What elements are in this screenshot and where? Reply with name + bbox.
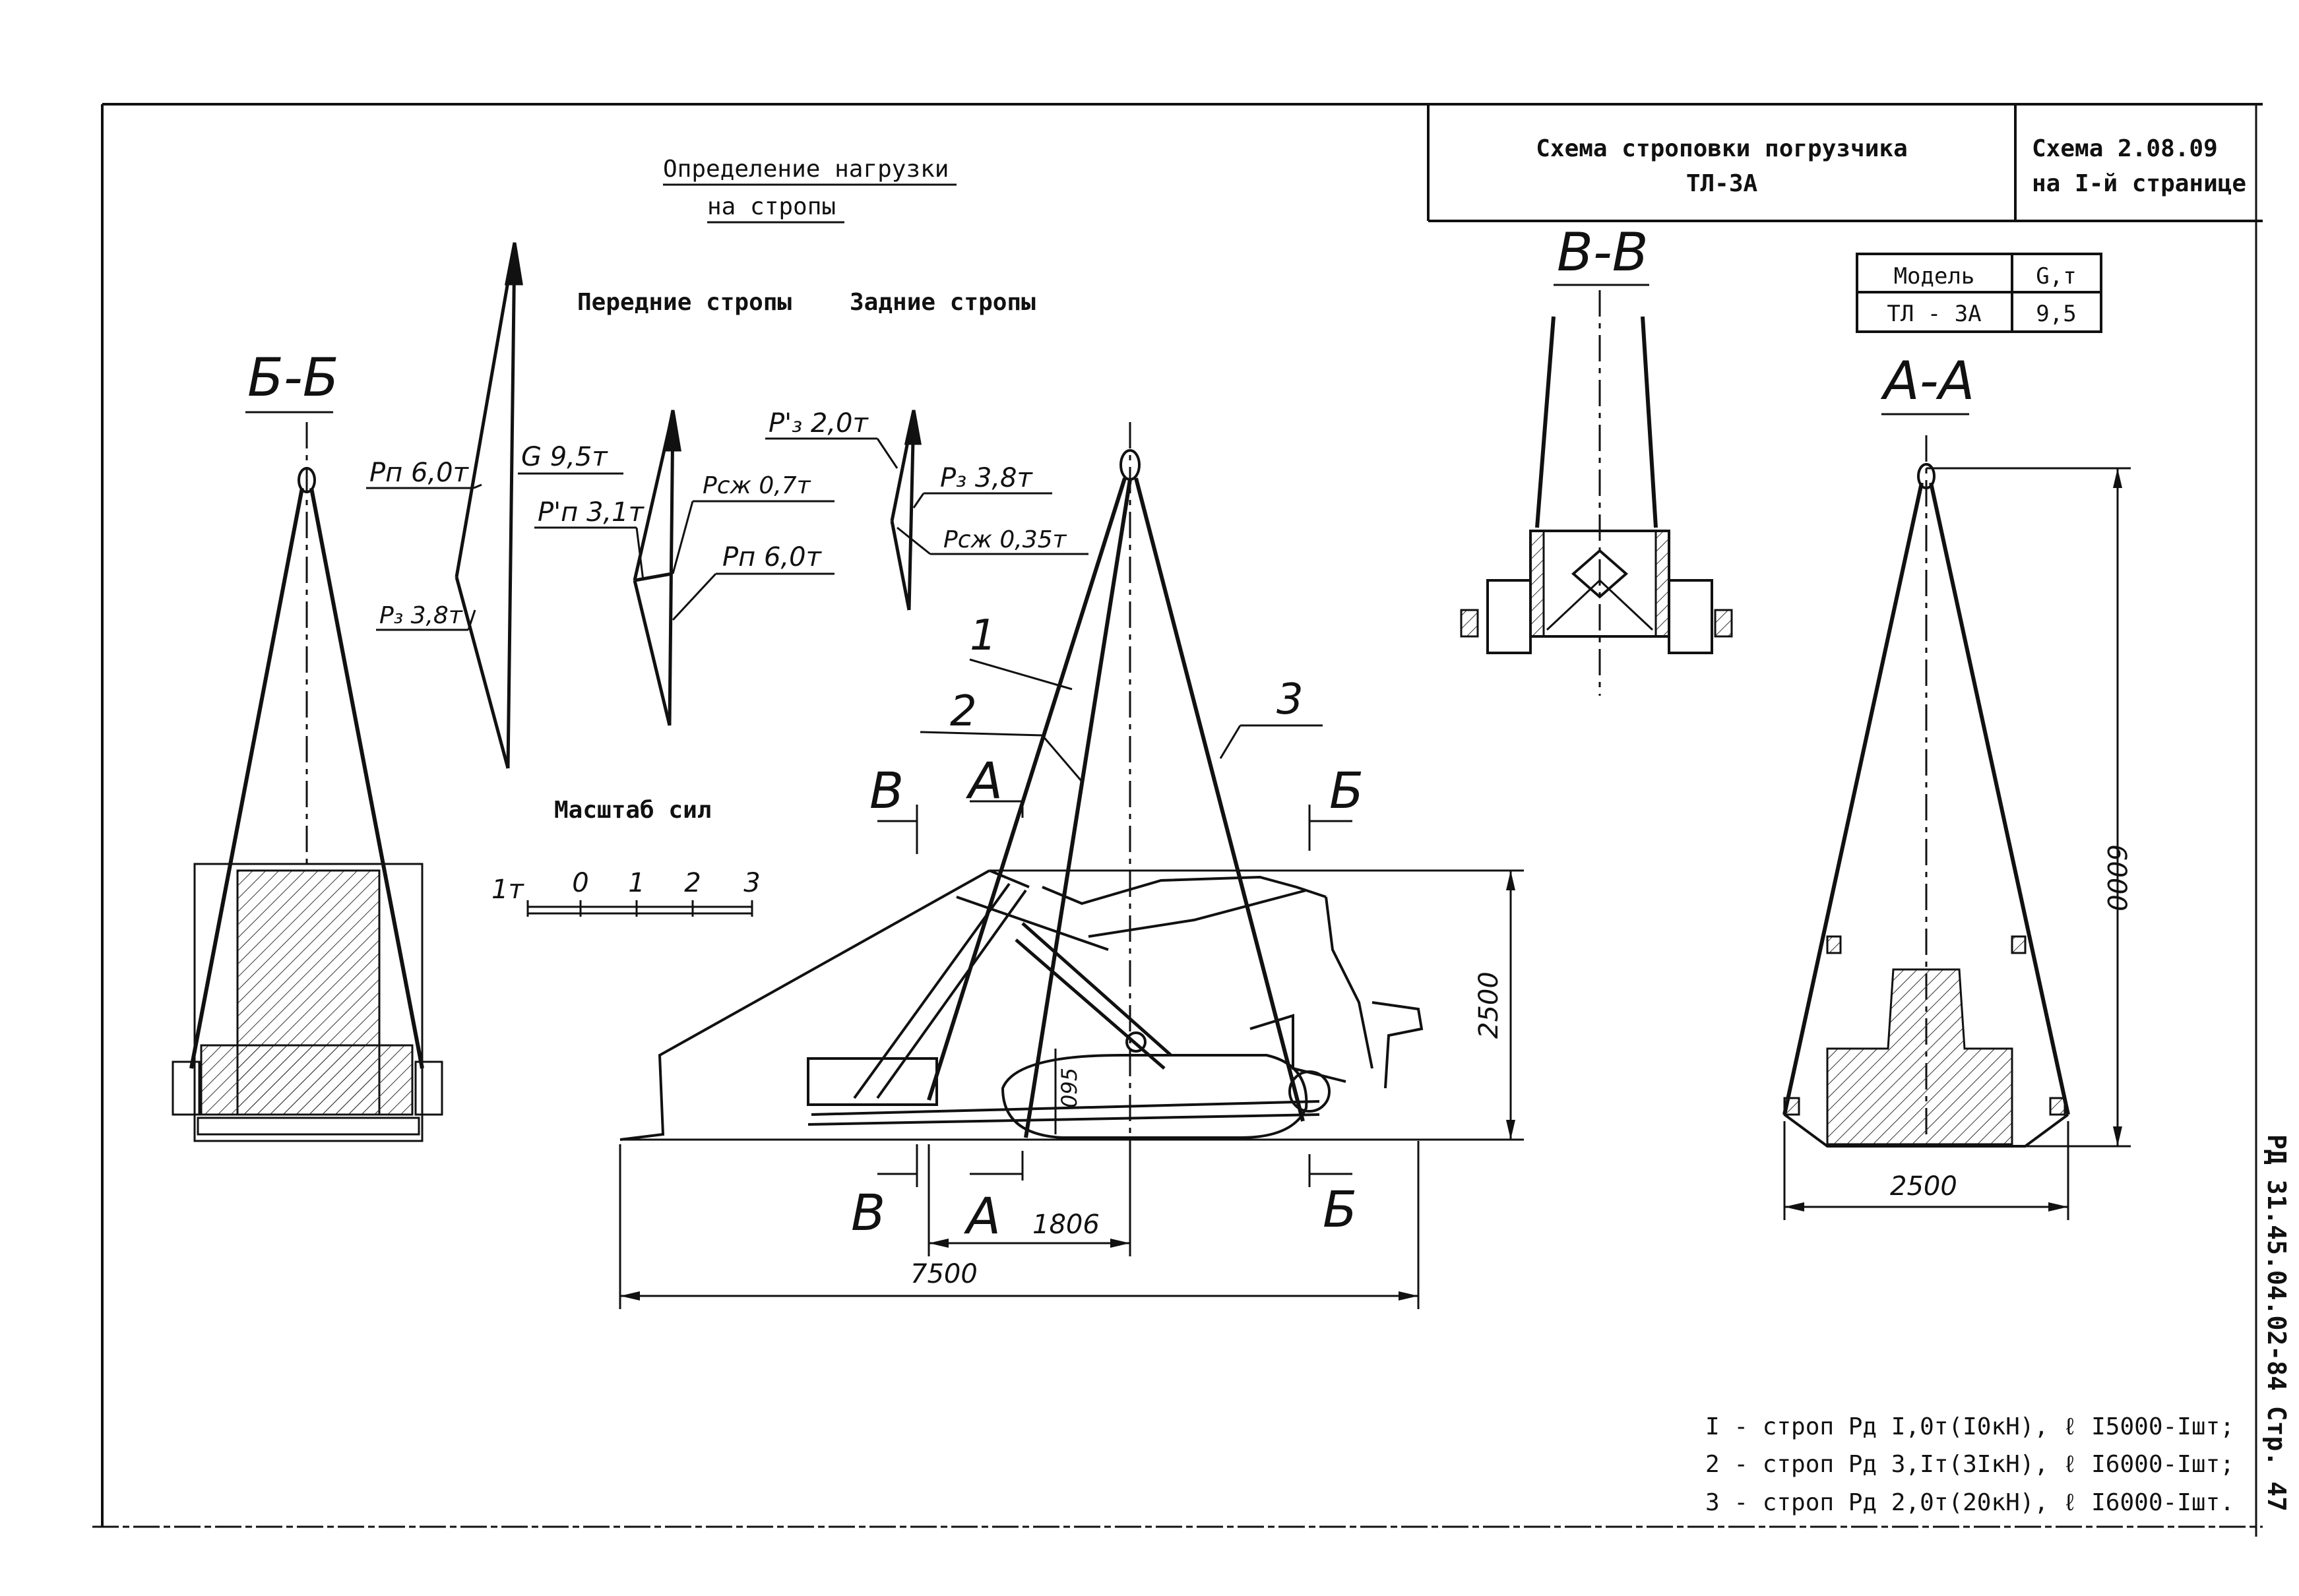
dimension-arrows-main: [620, 871, 1515, 1301]
cut-b-top: Б: [1329, 761, 1364, 820]
cut-a-bottom: А: [963, 1186, 1001, 1245]
table-header-model: Модель: [1894, 263, 1975, 290]
label-pszh-front: Pсж 0,7т: [703, 472, 811, 499]
cut-a-top: А: [965, 751, 1003, 810]
scale-unit: 1т: [491, 875, 524, 905]
scale-tick-0: 0: [572, 868, 588, 898]
dim-aa-height: 6000: [2101, 844, 2131, 911]
table-header-weight: G,т: [2036, 263, 2076, 290]
section-vv-view: [1460, 290, 1733, 696]
dim-aa-width: 2500: [1890, 1171, 1957, 1202]
sling-number-1: 1: [970, 611, 997, 660]
label-pz-rear: P₃ 3,8т: [940, 463, 1033, 493]
table-cell-weight: 9,5: [2036, 301, 2076, 327]
scale-title: Масштаб сил: [554, 797, 711, 824]
label-pz-left: P₃ 3,8т: [379, 602, 463, 629]
scale-tick-1: 1: [628, 868, 645, 898]
label-pz-prime: P'₃ 2,0т: [769, 408, 869, 439]
title-line2: ТЛ-3А: [1686, 170, 1758, 197]
legend-line-3: 3 - строп Рд 2,0т(20кН), ℓ I6000-Iшт.: [1705, 1489, 2234, 1516]
dimension-arrows-aa: [1784, 468, 2122, 1212]
section-aa-view: [1782, 435, 2070, 1148]
legend-line-1: I - строп Рд I,0т(I0кН), ℓ I5000-Iшт;: [1705, 1413, 2234, 1440]
section-bb-title: Б-Б: [247, 347, 339, 408]
force-polygon-rear: [890, 410, 922, 611]
label-pszh-rear: Pсж 0,35т: [943, 526, 1067, 553]
sling-number-2: 2: [950, 687, 977, 736]
section-bb-view: [172, 422, 443, 1142]
sling-number-leaders: [920, 658, 1323, 782]
section-cut-marks: [877, 800, 1352, 1187]
scale-tick-3: 3: [743, 868, 760, 898]
model-table: [1856, 253, 2102, 333]
scale-tick-2: 2: [684, 868, 701, 898]
cut-v-bottom: В: [851, 1183, 885, 1242]
dim-small: 095: [1057, 1068, 1082, 1108]
dim-height: 2500: [1474, 971, 1504, 1039]
scale-bar: [526, 900, 753, 917]
document-code: РД 31.45.04.02-84 Стр. 47: [2262, 1134, 2291, 1512]
sheet-frame: [92, 103, 2263, 1537]
force-polygon-main: [455, 242, 523, 769]
title-block: [1427, 104, 2263, 222]
front-slings-label: Передние стропы: [577, 289, 792, 316]
dimension-lines-main: [619, 869, 1524, 1309]
label-pn-left: Pп 6,0т: [369, 458, 470, 488]
ref-line1: Схема 2.08.09: [2032, 135, 2218, 162]
cut-b-bottom: Б: [1323, 1180, 1357, 1239]
cut-v-top: В: [869, 761, 904, 820]
force-polygon-main-leaders: [366, 472, 623, 631]
dim-length: 7500: [910, 1259, 978, 1289]
label-g: G 9,5т: [521, 442, 608, 472]
force-heading-line2: на стропы: [707, 193, 836, 220]
force-polygon-front: [633, 410, 681, 726]
loader-side-view: [619, 422, 1524, 1161]
sling-number-3: 3: [1276, 675, 1304, 724]
ref-line2: на I-й странице: [2032, 170, 2246, 197]
force-heading-line1: Определение нагрузки: [663, 156, 949, 183]
section-vv-title: В-В: [1557, 222, 1649, 283]
force-polygon-rear-leaders: [765, 437, 1088, 555]
section-aa-title: А-А: [1880, 350, 1974, 412]
rear-slings-label: Задние стропы: [850, 289, 1036, 316]
label-pn-prime: P'п 3,1т: [538, 497, 645, 528]
legend-line-2: 2 - строп Рд 3,Iт(3IкН), ℓ I6000-Iшт;: [1705, 1451, 2234, 1478]
force-polygon-front-leaders: [534, 500, 835, 621]
table-cell-model: ТЛ - 3А: [1887, 301, 1981, 327]
label-pn-front: Pп 6,0т: [722, 542, 823, 572]
dimension-lines-aa: [1783, 467, 2131, 1220]
dim-offset: 1806: [1032, 1210, 1100, 1240]
title-line1: Схема строповки погрузчика: [1536, 135, 1908, 162]
